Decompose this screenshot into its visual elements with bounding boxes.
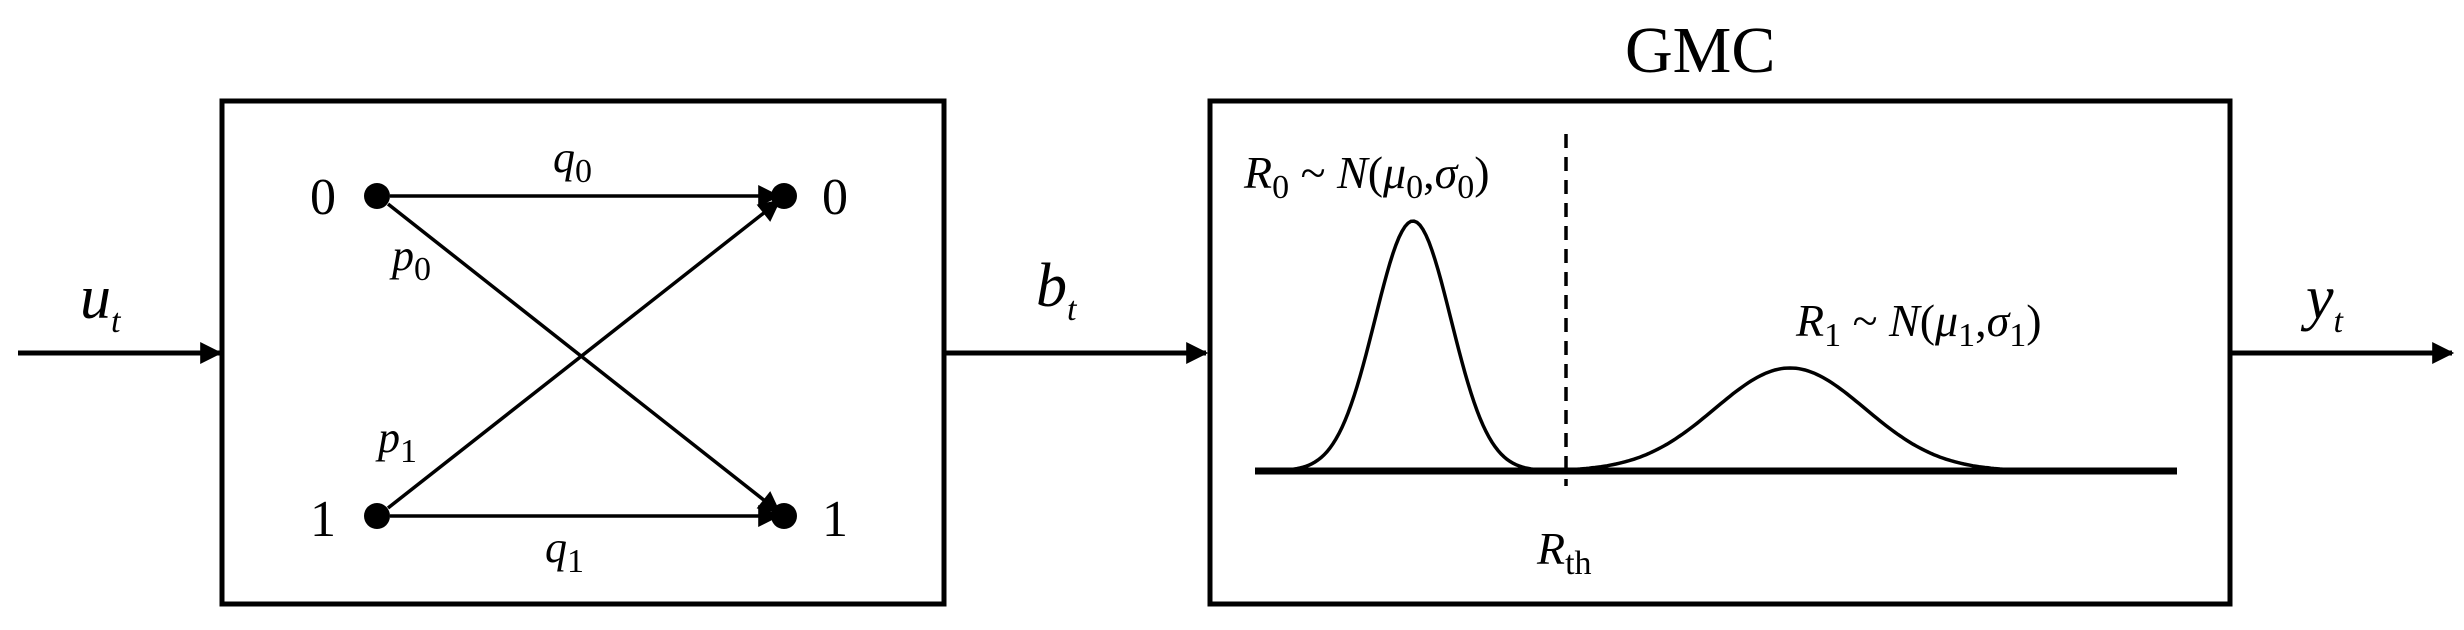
left-node-1 [364,503,390,529]
distribution-curve-r1 [1567,366,2031,473]
right-state-1: 1 [822,491,848,548]
left-state-0: 0 [310,169,336,226]
input-signal-label: ut [80,264,122,340]
distribution-curve-r0 [1269,219,1562,473]
edge-label-p0: p0 [389,231,431,288]
edge-1-to-0 [386,199,781,510]
edge-label-q1: q1 [545,523,584,580]
gmc-title: GMC [1625,14,1775,87]
edge-0-to-1 [386,202,781,514]
left-state-1: 1 [310,491,336,548]
distribution-label-r0: R0 ~ N(μ0,σ0) [1243,147,1490,206]
right-state-0: 0 [822,169,848,226]
middle-signal-label: bt [1036,252,1078,328]
left-node-0 [364,183,390,209]
threshold-label: Rth [1536,523,1592,582]
edge-label-q0: q0 [553,133,592,190]
edge-label-p1: p1 [375,413,417,470]
output-signal-label: yt [2300,264,2345,340]
distribution-label-r1: R1 ~ N(μ1,σ1) [1795,295,2042,354]
